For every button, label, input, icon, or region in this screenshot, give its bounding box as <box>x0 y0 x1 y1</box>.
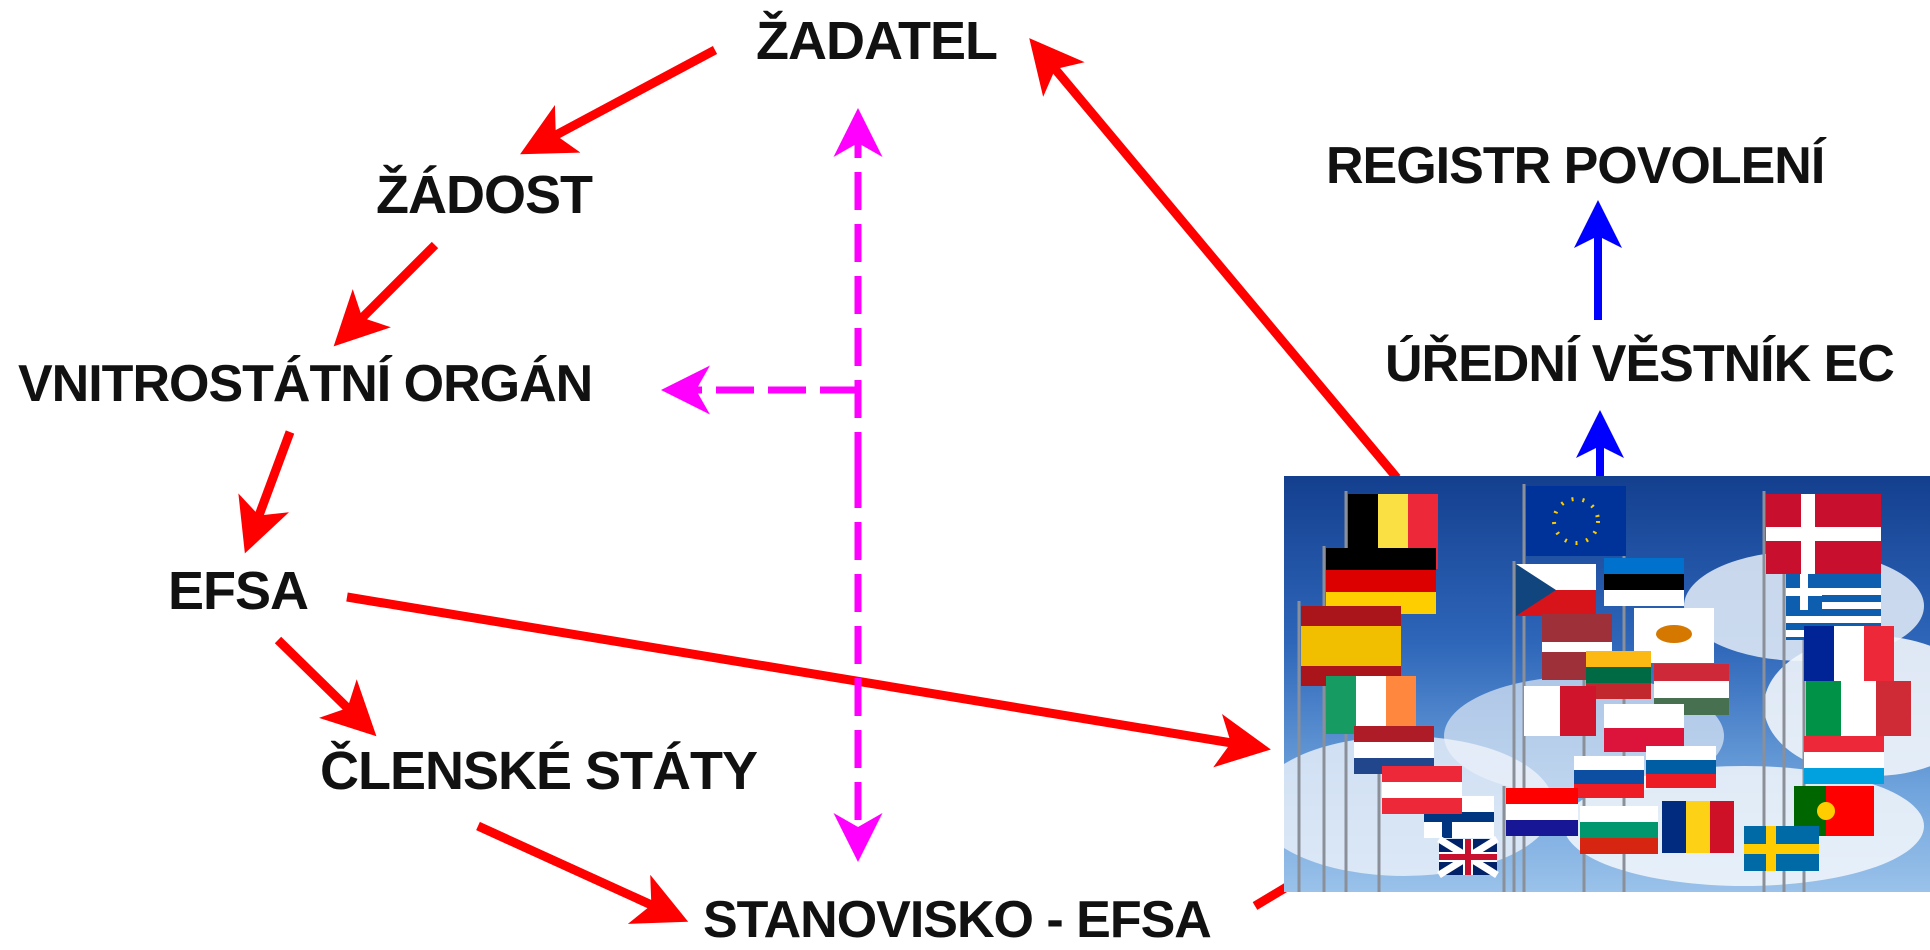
arrow-clenske-staty-to-stanovisko <box>476 821 689 924</box>
eu-flags-photo <box>1284 476 1930 892</box>
flag-bulgaria <box>1580 806 1658 854</box>
flag-italy <box>1806 681 1911 736</box>
flag-germany <box>1326 548 1436 614</box>
flag-czech-republic <box>1516 564 1596 616</box>
flag-slovakia <box>1574 756 1644 798</box>
node-stanovisko-efsa: STANOVISKO - EFSA <box>703 891 1212 949</box>
node-zadatel: ŽADATEL <box>756 11 998 71</box>
node-efsa: EFSA <box>168 561 309 621</box>
node-vnitrostatni-organ: VNITROSTÁTNÍ ORGÁN <box>18 355 593 413</box>
node-uredni-vestnik: ÚŘEDNÍ VĚSTNÍK EC <box>1385 335 1895 393</box>
node-zadost: ŽÁDOST <box>376 165 593 225</box>
flag-united-kingdom <box>1437 836 1499 878</box>
arrow-zadost-to-vnitrostatni-organ <box>333 241 439 347</box>
flag-romania <box>1662 801 1734 853</box>
arrow-zadatel-to-zadost <box>520 46 718 155</box>
flag-denmark <box>1766 494 1881 574</box>
node-registr-povoleni: REGISTR POVOLENÍ <box>1326 137 1825 195</box>
flag-ireland <box>1326 676 1416 734</box>
flag-lithuania <box>1586 651 1651 699</box>
flag-france <box>1804 626 1894 681</box>
flag-sweden <box>1744 826 1819 871</box>
flag-estonia <box>1604 558 1684 606</box>
arrow-commission-to-zadatel <box>1029 38 1401 481</box>
flag-poland <box>1604 704 1684 752</box>
flag-slovenia <box>1646 746 1716 788</box>
flag-eu <box>1526 486 1626 556</box>
flag-malta <box>1524 686 1596 736</box>
node-clenske-staty: ČLENSKÉ STÁTY <box>320 741 758 801</box>
flag-austria <box>1382 766 1462 814</box>
flag-croatia <box>1506 788 1578 836</box>
arrow-efsa-to-commission <box>346 592 1271 768</box>
arrow-efsa-to-clenske-staty <box>274 636 377 737</box>
arrow-vnitrostatni-organ-to-efsa <box>238 430 295 554</box>
flag-spain <box>1301 606 1401 686</box>
flag-luxembourg <box>1804 736 1884 784</box>
